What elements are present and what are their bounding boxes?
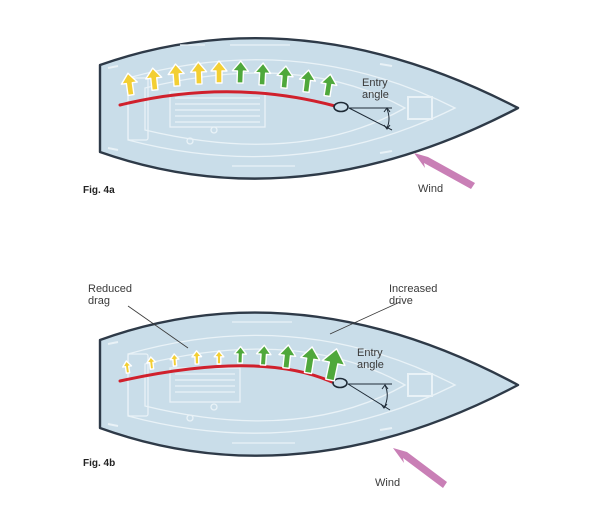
flow-arrow-icon <box>298 69 317 94</box>
flow-arrow-icon <box>169 353 180 367</box>
figure-label: Fig. 4a <box>83 185 115 196</box>
wind-label: Wind <box>375 477 400 489</box>
flow-arrow-icon <box>120 72 138 97</box>
hull <box>98 37 520 180</box>
hull <box>98 311 520 457</box>
flow-arrow-icon <box>231 60 250 84</box>
entry-angle-line1: Entry <box>362 77 388 89</box>
increased-drive-leader <box>329 301 401 335</box>
mast <box>332 377 348 389</box>
deck-details <box>107 44 457 167</box>
flow-arrow-icon <box>145 67 163 92</box>
flow-arrow-icon <box>278 344 297 370</box>
figure-label: Fig. 4b <box>83 458 115 469</box>
entry-angle-line2: angle <box>357 359 384 371</box>
wind-arrow-icon <box>414 153 475 189</box>
flow-arrows <box>122 344 346 382</box>
mast <box>333 101 349 113</box>
entry-angle-label: Entry angle <box>362 77 391 101</box>
flow-arrow-icon <box>321 348 346 382</box>
reduced-drag-label: Reduced drag <box>88 283 135 307</box>
angle-arrow-icon <box>386 108 390 129</box>
wind-arrow-icon <box>393 448 447 488</box>
flow-arrow-icon <box>255 344 272 366</box>
flow-arrow-icon <box>167 63 185 87</box>
entry-angle-marker <box>347 383 392 411</box>
wind-label: Wind <box>418 183 443 195</box>
increased-drive-line1: Increased <box>389 283 437 295</box>
panel-fig-4a: Entry angle Wind Fig. 4a <box>83 37 520 196</box>
reduced-drag-line2: drag <box>88 295 110 307</box>
flow-arrow-icon <box>122 360 133 374</box>
flow-arrow-icon <box>320 73 338 98</box>
flow-arrow-icon <box>276 65 294 89</box>
flow-arrow-icon <box>210 60 228 84</box>
flow-arrow-icon <box>300 346 321 375</box>
entry-angle-label: Entry angle <box>357 347 386 371</box>
flow-arrow-icon <box>191 350 203 365</box>
flow-arrow-icon <box>189 61 208 85</box>
panel-fig-4b: Entry angle Reduced drag Increased drive… <box>83 283 520 489</box>
flow-arrow-icon <box>146 356 157 370</box>
entry-angle-marker <box>348 107 393 131</box>
flow-arrow-icon <box>253 62 272 86</box>
entry-angle-line2: angle <box>362 89 389 101</box>
flow-arrow-icon <box>233 345 248 364</box>
mainsail <box>118 90 337 108</box>
mainsail <box>118 364 334 384</box>
entry-angle-line1: Entry <box>357 347 383 359</box>
flow-arrows <box>120 60 338 98</box>
flow-arrow-icon <box>213 350 225 365</box>
reduced-drag-line1: Reduced <box>88 283 132 295</box>
reduced-drag-leader <box>127 305 189 349</box>
